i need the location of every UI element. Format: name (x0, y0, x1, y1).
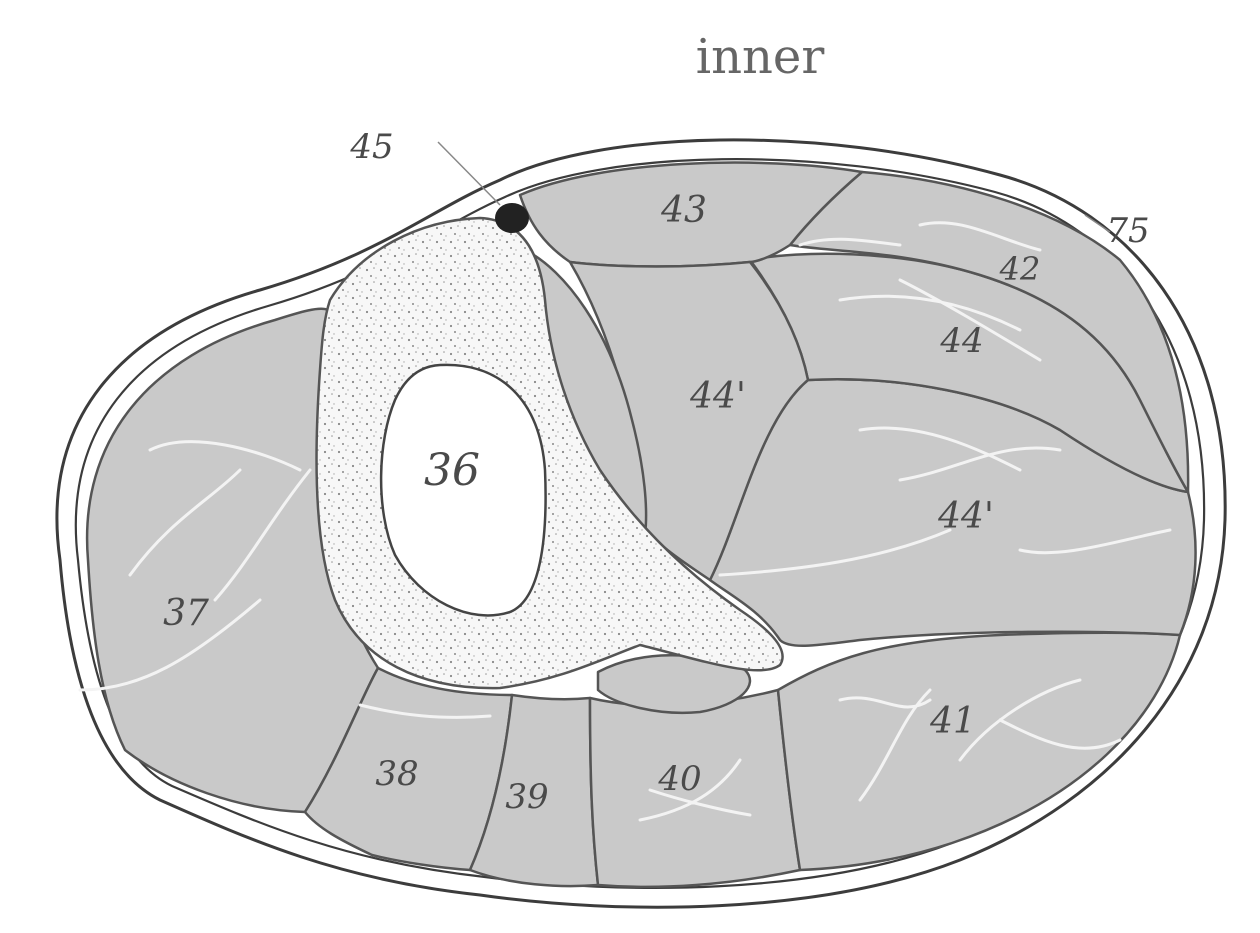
label-42: 42 (999, 250, 1041, 288)
vessel-45 (495, 203, 529, 233)
label-43: 43 (660, 190, 707, 231)
label-44-prime-upper: 44' (689, 376, 746, 417)
label-36: 36 (424, 445, 480, 496)
label-75: 75 (1106, 211, 1149, 251)
label-41: 41 (929, 701, 976, 742)
label-40: 40 (657, 759, 701, 799)
label-38: 38 (375, 754, 418, 794)
label-45: 45 (349, 127, 393, 167)
label-37: 37 (163, 593, 209, 634)
label-44: 44 (939, 321, 983, 361)
label-44-prime-lower: 44' (937, 496, 994, 537)
label-39: 39 (505, 777, 548, 817)
title-inner: inner (696, 29, 825, 85)
muscle-41 (778, 633, 1180, 870)
